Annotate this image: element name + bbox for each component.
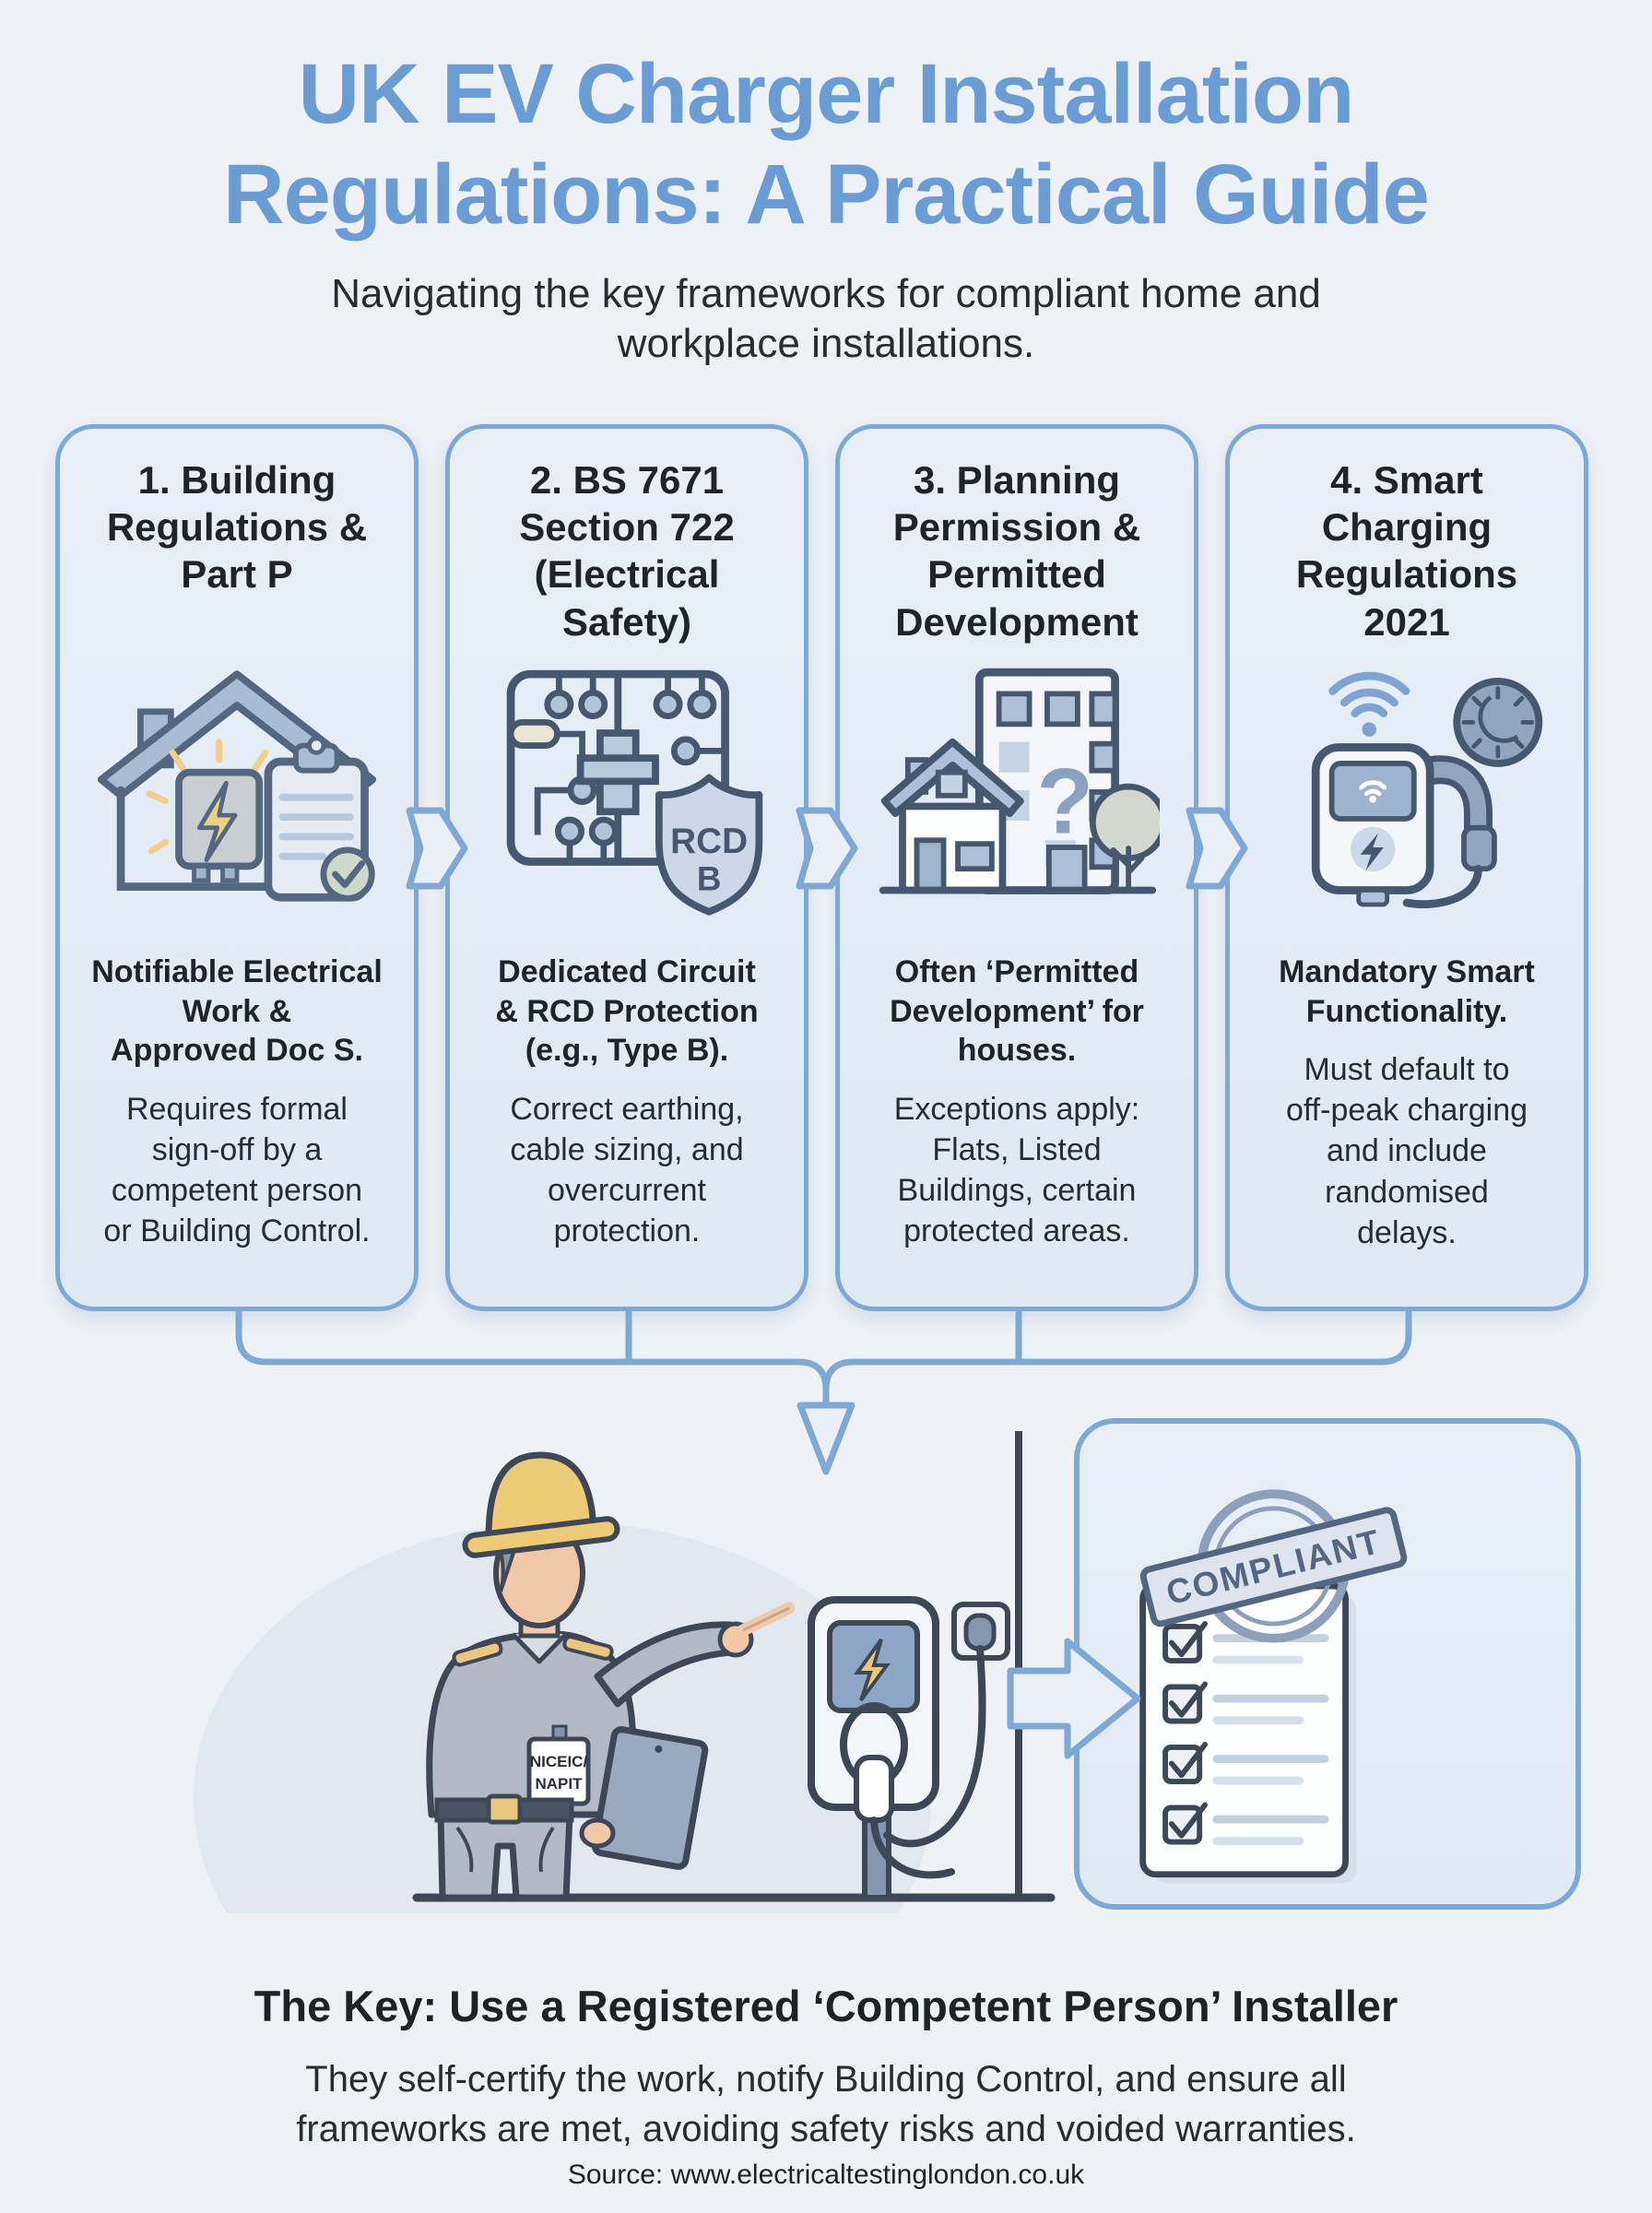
card-smart-charging: 4. Smart Charging Regulations 2021 bbox=[1225, 424, 1588, 1311]
merge-connector bbox=[235, 1309, 1412, 1409]
niceic-napit-badge: NICEIC/ NAPIT bbox=[526, 1724, 591, 1806]
smart-charging-icon bbox=[1311, 671, 1543, 909]
card-body: Must default to off-peak charging and in… bbox=[1285, 1052, 1528, 1250]
key-takeaway-title: The Key: Use a Registered ‘Competent Per… bbox=[254, 1982, 1398, 2030]
badge-line2: NAPIT bbox=[536, 1775, 584, 1793]
compliant-checklist: COMPLIANT bbox=[1139, 1489, 1408, 1884]
wifi-icon bbox=[1328, 671, 1410, 718]
card-highlight: Dedicated Circuit & RCD Protection (e.g.… bbox=[495, 954, 759, 1068]
charging-nozzle bbox=[854, 1755, 894, 1823]
lightning-bolt-icon bbox=[196, 780, 238, 862]
check-circle-icon bbox=[320, 846, 375, 902]
installer-illustration: NICEIC/ NAPIT bbox=[194, 1431, 1056, 1913]
house-icon bbox=[880, 738, 1024, 894]
key-takeaway-body: They self-certify the work, notify Build… bbox=[296, 2059, 1356, 2149]
rcd-shield-icon: RCD B bbox=[655, 774, 763, 916]
card-highlight: Notifiable Electrical Work & Approved Do… bbox=[91, 954, 383, 1068]
lightning-bolt-icon bbox=[1360, 833, 1384, 871]
compliant-result-card: COMPLIANT bbox=[1074, 1418, 1581, 1910]
circuit-rcd-icon: RCD B bbox=[506, 669, 763, 916]
installer-figure: NICEIC/ NAPIT bbox=[426, 1451, 796, 1901]
connector-icon bbox=[507, 718, 560, 749]
wallbox-charger bbox=[808, 1596, 1010, 1900]
smart-charging-icon bbox=[1264, 652, 1550, 929]
source-attribution: Source: www.electricaltestinglondon.co.u… bbox=[567, 2160, 1085, 2190]
card-title: 1. Building Regulations & Part P bbox=[106, 458, 368, 597]
card-body: Requires formal sign-off by a competent … bbox=[103, 1091, 371, 1249]
tree-icon bbox=[1089, 783, 1160, 893]
house-partp-icon bbox=[94, 652, 380, 929]
card-title: 3. Planning Permission & Permitted Devel… bbox=[892, 458, 1141, 644]
hard-hat-icon bbox=[462, 1451, 620, 1558]
card-title: 2. BS 7671 Section 722 (Electrical Safet… bbox=[519, 458, 735, 644]
planning-icon: ? bbox=[874, 652, 1160, 929]
badge-line1: NICEIC/ bbox=[530, 1753, 588, 1770]
card-building-regulations: 1. Building Regulations & Part P bbox=[55, 424, 419, 1311]
card-highlight: Mandatory Smart Functionality. bbox=[1279, 954, 1535, 1029]
planning-icon: ? bbox=[879, 668, 1160, 894]
plug-nozzle-icon bbox=[1461, 824, 1497, 872]
card-body: Correct earthing, cable sizing, and over… bbox=[510, 1091, 744, 1249]
lightning-bolt-icon bbox=[854, 1638, 891, 1702]
card-body: Exceptions apply: Flats, Listed Building… bbox=[893, 1091, 1140, 1249]
clipboard-icon bbox=[264, 736, 375, 902]
question-mark-icon: ? bbox=[1037, 751, 1094, 854]
card-highlight: Often ‘Permitted Development’ for houses… bbox=[890, 954, 1144, 1068]
rcd-type-label: B bbox=[697, 860, 722, 898]
moon-icon bbox=[1478, 695, 1519, 743]
house-partp-icon bbox=[97, 670, 377, 902]
night-clock-icon bbox=[1453, 677, 1543, 767]
tablet bbox=[591, 1726, 709, 1870]
page-title: UK EV Charger Installation Regulations: … bbox=[223, 47, 1430, 242]
circuit-rcd-icon: RCD B bbox=[484, 652, 770, 929]
card-title: 4. Smart Charging Regulations 2021 bbox=[1295, 458, 1518, 644]
card-planning-permission: 3. Planning Permission & Permitted Devel… bbox=[835, 424, 1198, 1311]
card-bs7671: 2. BS 7671 Section 722 (Electrical Safet… bbox=[445, 424, 808, 1311]
checklist-rows bbox=[1162, 1621, 1329, 1845]
rcd-label: RCD bbox=[670, 822, 748, 861]
page-subtitle: Navigating the key frameworks for compli… bbox=[331, 271, 1321, 366]
